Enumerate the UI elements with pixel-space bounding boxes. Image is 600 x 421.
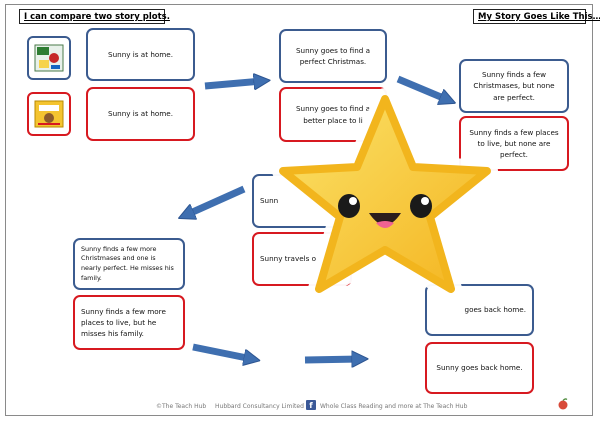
facebook-icon[interactable]: f <box>306 400 316 410</box>
footer-consultancy: Hubbard Consultancy Limited <box>215 403 304 410</box>
arrow-3-down-left <box>186 185 246 215</box>
plot-box-1-blue: Sunny is at home. <box>86 28 195 81</box>
story-title: My Story Goes Like This… <box>473 9 600 24</box>
smiling-star-icon <box>272 88 498 300</box>
plot-box-2-blue: Sunny goes to find a perfect Christmas. <box>279 29 387 83</box>
footer-copyright: ©The Teach Hub <box>156 403 207 410</box>
arrow-4-right <box>192 343 252 359</box>
plot-box-3-red: Sunny finds a few places to live, but no… <box>459 116 569 171</box>
plot-box-5-red: Sunny finds a few more places to live, b… <box>73 295 185 350</box>
plot-box-3-blue: Sunny finds a few Christmases, but none … <box>459 59 569 113</box>
arrow-5-right <box>304 359 360 360</box>
plot-box-6-red: Sunny goes back home. <box>425 342 534 394</box>
footer-tagline[interactable]: Whole Class Reading and more at The Teac… <box>320 403 468 410</box>
book-cover-blue <box>27 36 71 80</box>
book-cover-red <box>27 92 71 136</box>
apple-logo-icon <box>558 398 568 410</box>
plot-box-5-blue: Sunny finds a few more Christmases and o… <box>73 238 185 290</box>
objective-title: I can compare two story plots. <box>19 9 170 24</box>
plot-box-1-red: Sunny is at home. <box>86 87 195 141</box>
arrow-1-right <box>204 81 262 86</box>
book-cover-icon <box>34 100 64 128</box>
christmas-book-icon <box>34 44 64 72</box>
arrow-2-down-right <box>396 75 448 100</box>
worksheet-page <box>5 4 593 416</box>
